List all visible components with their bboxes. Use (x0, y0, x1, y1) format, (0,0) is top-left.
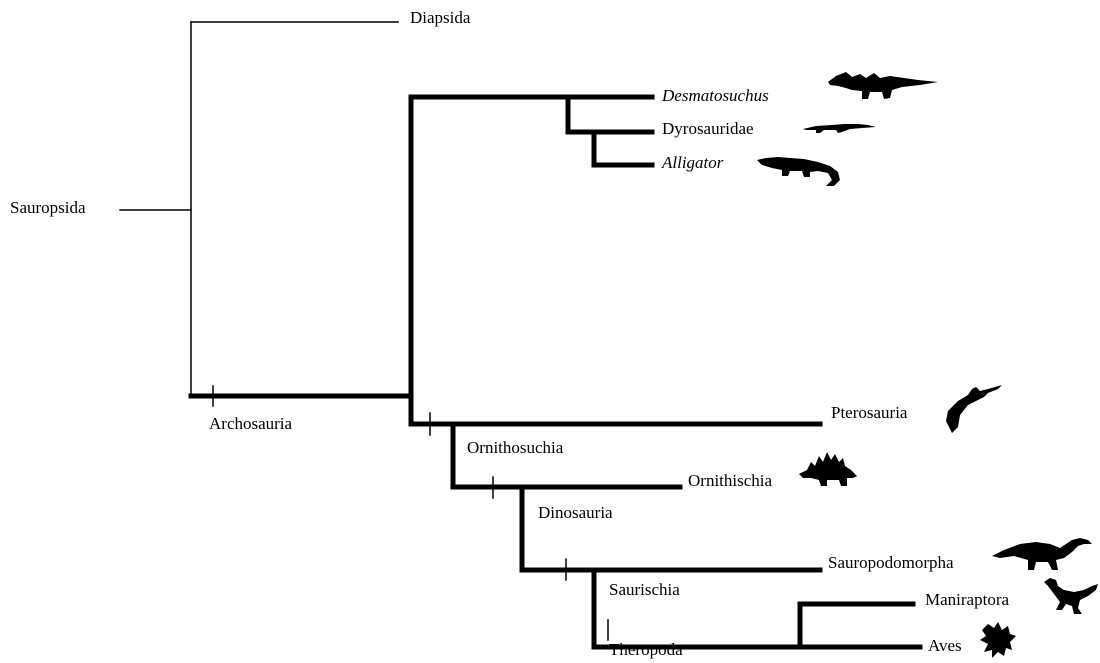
stegosaur-silhouette-icon (797, 450, 859, 488)
taxon-label-sauropodomorpha: Sauropodomorpha (828, 553, 954, 573)
dyrosaur-silhouette-icon (802, 121, 877, 135)
taxon-label-ornithischia: Ornithischia (688, 471, 772, 491)
alligator-silhouette-icon (756, 154, 844, 188)
sauropodomorph-silhouette-icon (990, 534, 1094, 572)
clade-label-archosauria: Archosauria (209, 414, 292, 434)
taxon-label-maniraptora: Maniraptora (925, 590, 1009, 610)
taxon-label-pterosauria: Pterosauria (831, 403, 907, 423)
clade-label-saurischia: Saurischia (609, 580, 680, 600)
taxon-label-desmatosuchus: Desmatosuchus (662, 86, 769, 106)
clade-label-sauropsida: Sauropsida (10, 198, 86, 218)
pterosaur-silhouette-icon (944, 381, 1004, 435)
maniraptoran-silhouette-icon (1040, 576, 1100, 616)
taxon-label-aves: Aves (928, 636, 962, 656)
bird-silhouette-icon (976, 620, 1018, 660)
clade-label-dinosauria: Dinosauria (538, 503, 613, 523)
taxon-label-dyrosauridae: Dyrosauridae (662, 119, 754, 139)
taxon-label-alligator: Alligator (662, 153, 723, 173)
aetosaur-silhouette-icon (826, 68, 940, 102)
clade-label-theropoda: Theropoda (609, 640, 683, 660)
taxon-label-diapsida: Diapsida (410, 8, 470, 28)
clade-label-ornithosuchia: Ornithosuchia (467, 438, 563, 458)
